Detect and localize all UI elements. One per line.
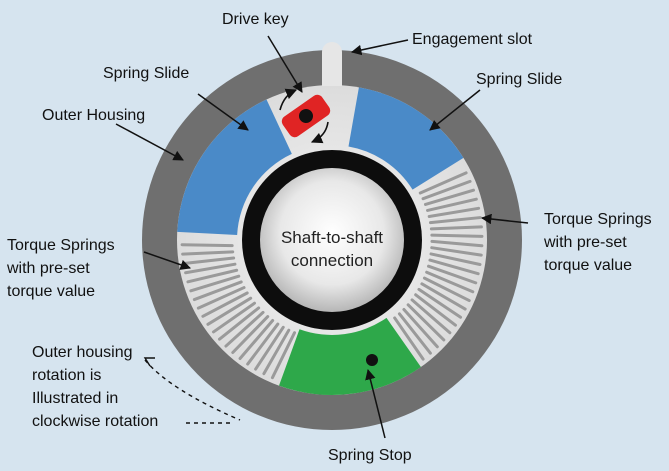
- spring-blade: [184, 262, 237, 275]
- leader-engagement-slot: [350, 39, 409, 56]
- label-rotation-line2: rotation is: [32, 367, 101, 384]
- spring-blade: [270, 331, 297, 380]
- spring-slide-left: [177, 99, 292, 236]
- spring-blade: [180, 243, 234, 248]
- leader-torque-springs-right: [480, 213, 529, 225]
- spring-blade: [182, 256, 236, 265]
- spring-blade: [428, 258, 480, 276]
- spring-blade: [189, 274, 241, 293]
- spring-blade: [428, 216, 482, 225]
- label-torque-springs-left-line1: Torque Springs: [7, 237, 115, 254]
- spring-blade: [231, 315, 270, 355]
- label-torque-springs-right-line1: Torque Springs: [544, 211, 652, 228]
- label-rotation-line4: clockwise rotation: [32, 413, 158, 430]
- label-engagement-slot: Engagement slot: [412, 31, 533, 48]
- spring-blade: [429, 225, 483, 231]
- leader-outer-housing: [115, 123, 184, 161]
- spring-blade: [397, 312, 432, 355]
- leader-torque-springs-left: [143, 251, 191, 270]
- spring-blade: [393, 316, 425, 361]
- spring-blade: [430, 233, 484, 238]
- label-rotation-line3: Illustrated in: [32, 390, 118, 407]
- spring-blade: [410, 298, 452, 335]
- spring-blade: [181, 250, 235, 256]
- spring-blade: [217, 306, 261, 341]
- spring-blade: [422, 276, 471, 303]
- torque-springs: [180, 171, 484, 380]
- spring-blade: [211, 301, 257, 334]
- label-outer-housing: Outer Housing: [42, 107, 145, 124]
- spring-blade: [238, 318, 275, 361]
- drive-key: [281, 94, 331, 138]
- spring-blade: [206, 296, 253, 326]
- spring-blade: [402, 307, 439, 349]
- label-torque-springs-left-line3: torque value: [7, 283, 95, 300]
- label-torque-springs-right-line2: with pre-set: [543, 234, 627, 251]
- label-rotation-line1: Outer housing: [32, 344, 133, 361]
- spring-blade: [423, 188, 475, 206]
- label-torque-springs-left-line2: with pre-set: [6, 260, 90, 277]
- leader-spring-stop: [365, 368, 386, 439]
- label-spring-slide-right: Spring Slide: [476, 71, 562, 88]
- label-torque-springs-right-line3: torque value: [544, 257, 632, 274]
- spring-blade: [201, 291, 249, 318]
- spring-blade: [224, 310, 265, 348]
- drive-key-arrow-bottom: [310, 121, 329, 144]
- leader-spring-slide-right: [429, 89, 481, 131]
- drive-key-pin: [299, 109, 313, 123]
- spring-blade: [429, 252, 482, 266]
- leader-spring-slide-left: [197, 93, 249, 131]
- label-spring-stop: Spring Stop: [328, 447, 412, 464]
- leader-drive-key: [267, 35, 303, 93]
- spring-blade: [192, 280, 243, 302]
- spring-stop: [278, 317, 421, 395]
- spring-blade: [430, 239, 484, 248]
- spring-stop-pin: [366, 354, 378, 366]
- spring-blade: [427, 264, 478, 285]
- spring-blade: [186, 268, 239, 284]
- rotation-arrowhead: [143, 357, 155, 367]
- spring-blade: [425, 270, 475, 294]
- spring-blade: [430, 246, 483, 257]
- spring-blade: [417, 287, 463, 319]
- spring-blade: [414, 293, 457, 327]
- center-label-line2: connection: [291, 251, 373, 270]
- spring-blade: [426, 197, 478, 212]
- spring-blade: [246, 322, 280, 366]
- spring-blade: [254, 325, 285, 371]
- shaft-hub: [260, 168, 404, 312]
- spring-blade: [196, 286, 246, 310]
- spring-slide-right: [348, 87, 464, 190]
- label-spring-slide-left: Spring Slide: [103, 65, 189, 82]
- label-drive-key: Drive key: [222, 11, 289, 28]
- spring-blade: [406, 303, 446, 342]
- spring-blade: [420, 282, 467, 311]
- engagement-slot: [322, 42, 342, 86]
- spring-blade: [418, 171, 468, 195]
- spring-blade: [262, 328, 291, 376]
- rotation-dashed-arc: [144, 359, 241, 421]
- spring-blade: [421, 179, 472, 201]
- center-label-line1: Shaft-to-shaft: [281, 228, 383, 247]
- spring-blade: [427, 206, 481, 218]
